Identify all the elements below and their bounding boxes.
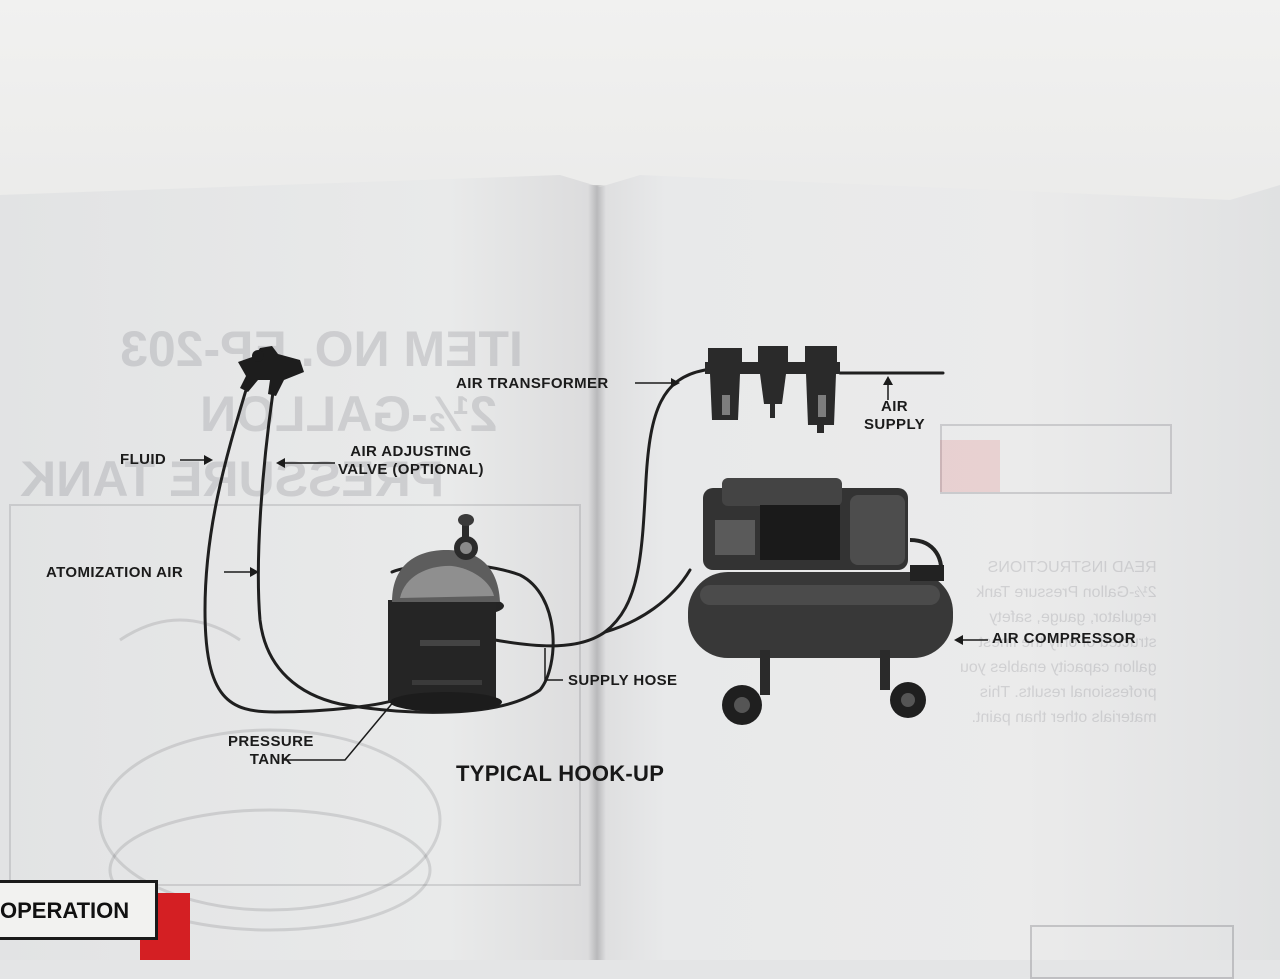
fluid-label: FLUID (120, 451, 166, 469)
air-supply-arrowhead (883, 376, 893, 385)
air-compressor-unit (688, 478, 953, 725)
air-transformer-unit (705, 346, 840, 433)
air-compressor-arrowhead (954, 635, 963, 645)
pressure-tank-label: PRESSURE TANK (228, 733, 314, 769)
atomization-air-label: ATOMIZATION AIR (46, 564, 183, 582)
pressure-tank (388, 514, 504, 712)
air-supply-label: AIR SUPPLY (864, 398, 925, 434)
diagram-caption: TYPICAL HOOK-UP (456, 761, 664, 787)
air-compressor-label: AIR COMPRESSOR (992, 630, 1136, 648)
air-adjusting-valve-label: AIR ADJUSTING VALVE (OPTIONAL) (338, 443, 484, 479)
spray-gun (238, 346, 304, 396)
supply-hose (495, 370, 705, 646)
fluid-arrowhead (204, 455, 213, 465)
compressor-hose (605, 570, 690, 632)
air-transformer-label: AIR TRANSFORMER (456, 375, 609, 393)
supply-hose-label: SUPPLY HOSE (568, 672, 677, 690)
operation-heading: OPERATION (0, 898, 129, 924)
fluid-hose (205, 390, 395, 712)
valve-arrowhead (276, 458, 285, 468)
